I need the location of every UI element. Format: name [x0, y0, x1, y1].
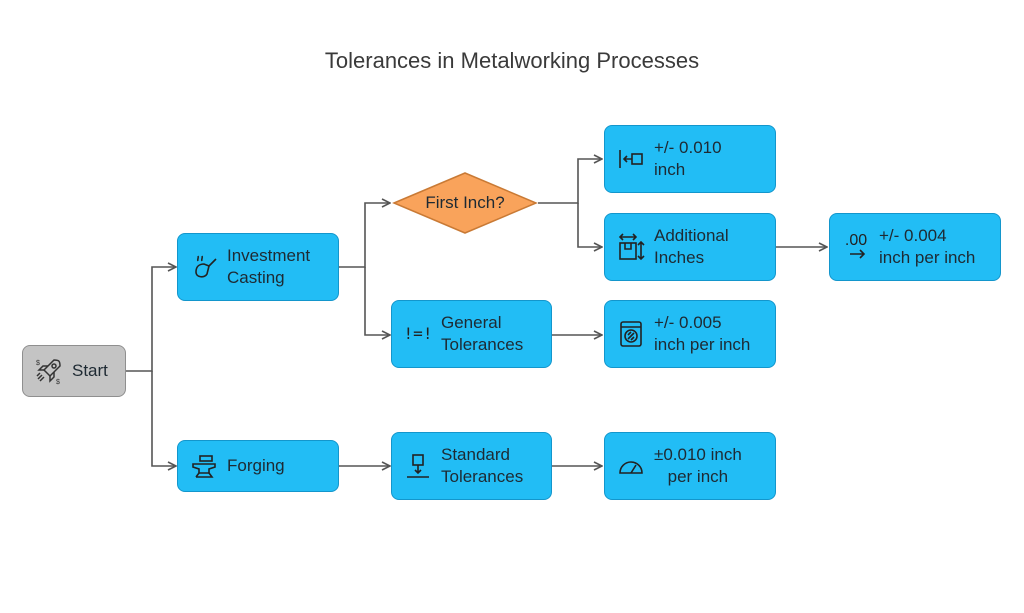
anvil-icon — [187, 449, 221, 483]
first-inch-decision: First Inch? — [392, 171, 538, 235]
svg-text:$: $ — [36, 360, 40, 367]
general-tolerances-node: !=! General Tolerances — [391, 300, 552, 368]
start-node: $ $ Start — [22, 345, 126, 397]
additional-inches-node: Additional Inches — [604, 213, 776, 281]
standard-tolerances-line2: Tolerances — [441, 467, 524, 486]
forging-value-line2: per inch — [667, 467, 729, 486]
standard-tolerances-node: Standard Tolerances — [391, 432, 552, 500]
first-inch-label: First Inch? — [425, 193, 505, 212]
ladle-icon — [187, 250, 221, 284]
measure-mark-icon — [401, 449, 435, 483]
first-inch-value-line1: +/- 0.010 — [654, 138, 722, 157]
general-tolerances-line2: Tolerances — [441, 335, 524, 354]
additional-inches-line1: Additional — [654, 226, 729, 245]
additional-value-line2: inch per inch — [879, 248, 976, 267]
first-inch-value-node: +/- 0.010 inch — [604, 125, 776, 193]
investment-casting-node: Investment Casting — [177, 233, 339, 301]
first-inch-value-line2: inch — [654, 160, 686, 179]
general-value-line1: +/- 0.005 — [654, 313, 722, 332]
edge-decision-additional — [577, 203, 602, 247]
speedometer-icon — [614, 449, 648, 483]
edge-casting-decision — [339, 203, 390, 268]
edge-start-casting — [126, 267, 176, 372]
investment-casting-label-line2: Casting — [227, 268, 285, 287]
investment-casting-label-line1: Investment — [227, 246, 311, 265]
start-label: Start — [72, 361, 108, 380]
general-value-line2: inch per inch — [654, 335, 751, 354]
forging-node: Forging — [177, 440, 339, 492]
general-value-node: +/- 0.005 inch per inch — [604, 300, 776, 368]
decimal-arrow-icon: .00 — [839, 230, 873, 264]
not-equal-icon: !=! — [403, 324, 433, 343]
forging-value-node: ±0.010 inch per inch — [604, 432, 776, 500]
edge-casting-general — [364, 267, 390, 335]
standard-tolerances-line1: Standard — [441, 445, 510, 464]
additional-value-node: .00 +/- 0.004 inch per inch — [829, 213, 1001, 281]
width-arrow-icon — [614, 142, 648, 176]
additional-inches-line2: Inches — [654, 248, 705, 267]
additional-value-line1: +/- 0.004 — [879, 226, 947, 245]
svg-text:$: $ — [56, 379, 60, 386]
general-tolerances-line1: General — [441, 313, 502, 332]
dimension-box-icon — [614, 230, 648, 264]
edge-decision-firstinch — [538, 159, 602, 204]
gauge-dial-icon — [614, 317, 648, 351]
forging-value-line1: ±0.010 inch — [654, 445, 742, 464]
rocket-icon: $ $ — [32, 354, 66, 388]
forging-label: Forging — [227, 456, 285, 475]
diagram-title: Tolerances in Metalworking Processes — [324, 48, 700, 73]
edge-start-forging — [151, 371, 176, 466]
